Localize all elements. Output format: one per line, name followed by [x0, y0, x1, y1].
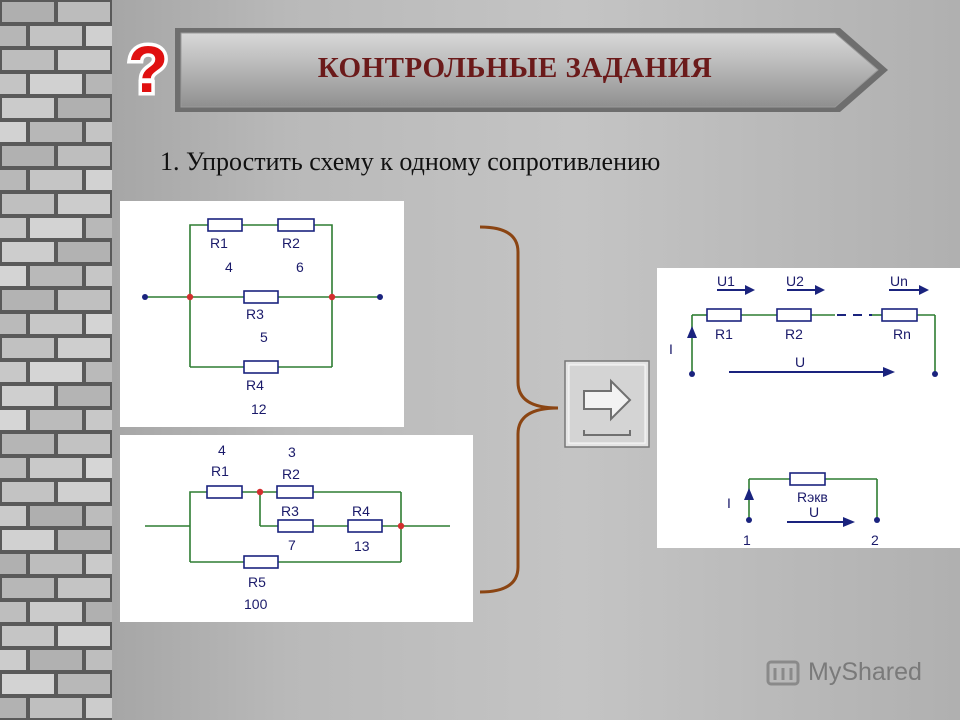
value-r1: 4 — [225, 259, 233, 275]
question-mark-icon: ? ? — [124, 34, 171, 102]
resistor-r3 — [277, 519, 314, 533]
resistor-r1 — [706, 308, 742, 322]
terminal-right — [377, 294, 383, 300]
terminal-left — [142, 294, 148, 300]
resistor-r2 — [277, 218, 315, 232]
node-b — [397, 522, 405, 530]
label-r4: R4 — [246, 377, 264, 393]
label-req: Rэкв — [797, 489, 828, 505]
node-right — [328, 293, 336, 301]
resistor-r1 — [207, 218, 243, 232]
label-r1: R1 — [210, 235, 228, 251]
value-r4: 12 — [251, 401, 267, 417]
node-left — [186, 293, 194, 301]
label-r2: R2 — [785, 326, 803, 342]
title-banner — [175, 28, 888, 112]
task-text: 1. Упростить схему к одному сопротивлени… — [160, 147, 661, 176]
series-equivalent-diagram: U1 U2 Un R1 R2 Rn I U I Rэкв U 1 2 — [657, 268, 960, 548]
label-u-eq: U — [809, 504, 819, 520]
circuit-diagram-1: R1 4 R2 6 R3 5 R4 12 — [120, 201, 404, 427]
arrow-right-icon — [583, 378, 632, 422]
page-title: КОНТРОЛЬНЫЕ ЗАДАНИЯ — [317, 52, 713, 84]
label-r2: R2 — [282, 235, 300, 251]
label-node-1: 1 — [743, 532, 751, 548]
label-r3: R3 — [246, 306, 264, 322]
resistor-r2 — [276, 485, 314, 499]
label-r3: R3 — [281, 503, 299, 519]
label-r2: R2 — [282, 466, 300, 482]
resistor-r2 — [776, 308, 812, 322]
label-rn: Rn — [893, 326, 911, 342]
label-un: Un — [890, 273, 908, 289]
transform-arrow-button[interactable] — [564, 360, 650, 448]
label-i: I — [669, 341, 673, 357]
value-r2: 3 — [288, 444, 296, 460]
label-u1: U1 — [717, 273, 735, 289]
node-1 — [746, 517, 752, 523]
value-r3: 5 — [260, 329, 268, 345]
resistor-r4 — [347, 519, 383, 533]
value-r4: 13 — [354, 538, 370, 554]
label-u: U — [795, 354, 805, 370]
label-r1: R1 — [715, 326, 733, 342]
terminal-left — [689, 371, 695, 377]
resistor-r1 — [206, 485, 243, 499]
value-r1: 4 — [218, 442, 226, 458]
value-r3: 7 — [288, 537, 296, 553]
circuit-diagram-2: 4 R1 3 R2 R3 7 R4 13 R5 100 — [120, 435, 473, 622]
label-node-2: 2 — [871, 532, 879, 548]
resistor-r3 — [243, 290, 279, 304]
brick-wall-decoration — [0, 0, 112, 720]
label-r4: R4 — [352, 503, 370, 519]
node-a — [256, 488, 264, 496]
resistor-r4 — [243, 360, 279, 374]
resistor-req — [789, 472, 826, 486]
brace-bracket — [479, 225, 559, 594]
label-r1: R1 — [211, 463, 229, 479]
label-r5: R5 — [248, 574, 266, 590]
value-r2: 6 — [296, 259, 304, 275]
terminal-right — [932, 371, 938, 377]
node-2 — [874, 517, 880, 523]
svg-text:?: ? — [128, 34, 168, 102]
resistor-r5 — [243, 555, 279, 569]
myshared-logo-icon — [766, 660, 800, 686]
watermark-text: MyShared — [808, 658, 922, 686]
value-r5: 100 — [244, 596, 268, 612]
resistor-rn — [881, 308, 918, 322]
svg-text:?: ? — [128, 34, 168, 102]
label-i-eq: I — [727, 495, 731, 511]
label-u2: U2 — [786, 273, 804, 289]
